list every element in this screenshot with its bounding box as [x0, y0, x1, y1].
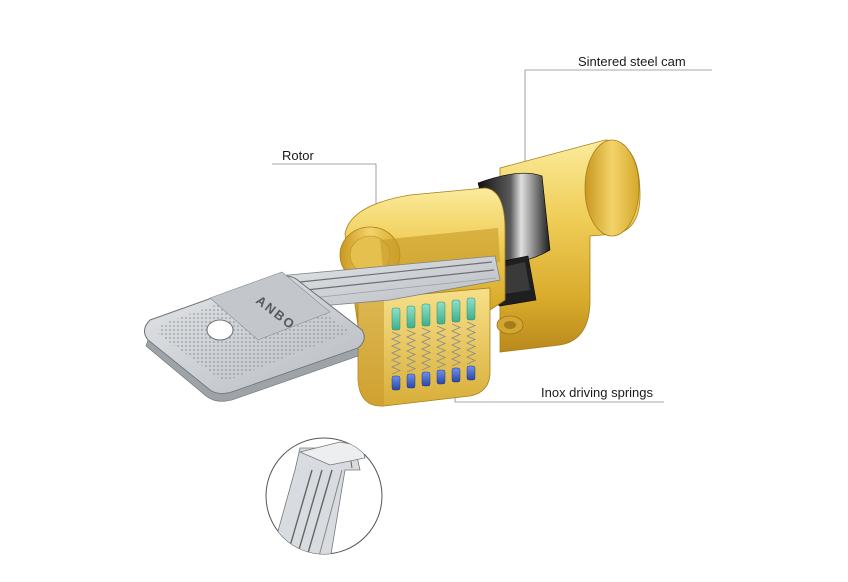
- key-pin: [421, 303, 431, 327]
- driver-pin: [406, 373, 416, 389]
- key-pin: [436, 301, 446, 325]
- pin-stack: [435, 301, 447, 385]
- label-sintered-steel-cam: Sintered steel cam: [578, 54, 686, 69]
- driver-pin: [451, 367, 461, 383]
- pin-stack: [390, 307, 402, 391]
- driving-spring: [420, 327, 432, 371]
- driving-spring: [390, 331, 402, 375]
- driving-spring: [450, 323, 462, 367]
- label-inox-driving-springs: Inox driving springs: [541, 385, 653, 400]
- driver-pin: [391, 375, 401, 391]
- inset-detail: [265, 437, 383, 555]
- driver-pin: [436, 369, 446, 385]
- pin-stack: [420, 303, 432, 387]
- key: ANBO: [144, 255, 501, 402]
- pin-stack: [450, 299, 462, 383]
- label-rotor: Rotor: [282, 148, 314, 163]
- key-pin: [391, 307, 401, 331]
- key-pin: [406, 305, 416, 329]
- driving-spring: [465, 321, 477, 365]
- pin-stack: [465, 297, 477, 381]
- pin-stack: [405, 305, 417, 389]
- driver-pin: [466, 365, 476, 381]
- driving-spring: [405, 329, 417, 373]
- driving-spring: [435, 325, 447, 369]
- key-pin: [466, 297, 476, 321]
- key-pin: [451, 299, 461, 323]
- pin-tumblers: [390, 297, 477, 391]
- driver-pin: [421, 371, 431, 387]
